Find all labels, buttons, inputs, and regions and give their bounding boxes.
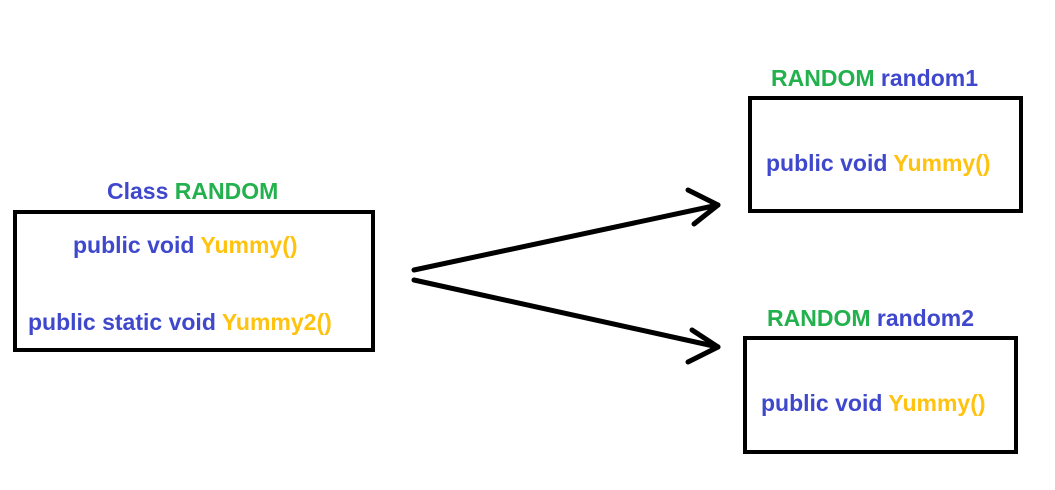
class-method-1-name: Yummy() — [200, 232, 298, 258]
arrow-to-random1 — [411, 202, 721, 273]
arrowhead-random1 — [685, 187, 721, 227]
instance-2-method: public void Yummy() — [761, 392, 986, 415]
instance-2-method-modifiers: public void — [761, 390, 883, 416]
instance-2-box: public void Yummy() — [743, 336, 1018, 454]
class-name: RANDOM — [174, 178, 279, 204]
class-method-1-modifiers: public void — [73, 232, 195, 258]
instance-1-header: RANDOM random1 — [771, 67, 978, 90]
class-method-2: public static void Yummy2() — [28, 311, 332, 334]
class-box: public void Yummy() public static void Y… — [13, 210, 375, 352]
arrow-to-random2 — [411, 277, 721, 350]
instance-1-box: public void Yummy() — [748, 96, 1023, 213]
class-method-1: public void Yummy() — [73, 234, 298, 257]
class-header: Class RANDOM — [107, 180, 278, 203]
instance-1-method-name: Yummy() — [893, 150, 991, 176]
instance-2-header: RANDOM random2 — [767, 307, 974, 330]
class-method-2-modifiers: public static void — [28, 309, 216, 335]
instance-2-name: random2 — [876, 305, 975, 331]
instance-2-type: RANDOM — [767, 305, 871, 331]
arrowhead-random2 — [685, 327, 721, 365]
class-keyword: Class — [107, 178, 169, 204]
instance-1-method-modifiers: public void — [766, 150, 888, 176]
instance-2-method-name: Yummy() — [888, 390, 986, 416]
instance-1-method: public void Yummy() — [766, 152, 991, 175]
class-method-2-name: Yummy2() — [221, 309, 332, 335]
instance-1-type: RANDOM — [771, 65, 875, 91]
instance-1-name: random1 — [880, 65, 979, 91]
